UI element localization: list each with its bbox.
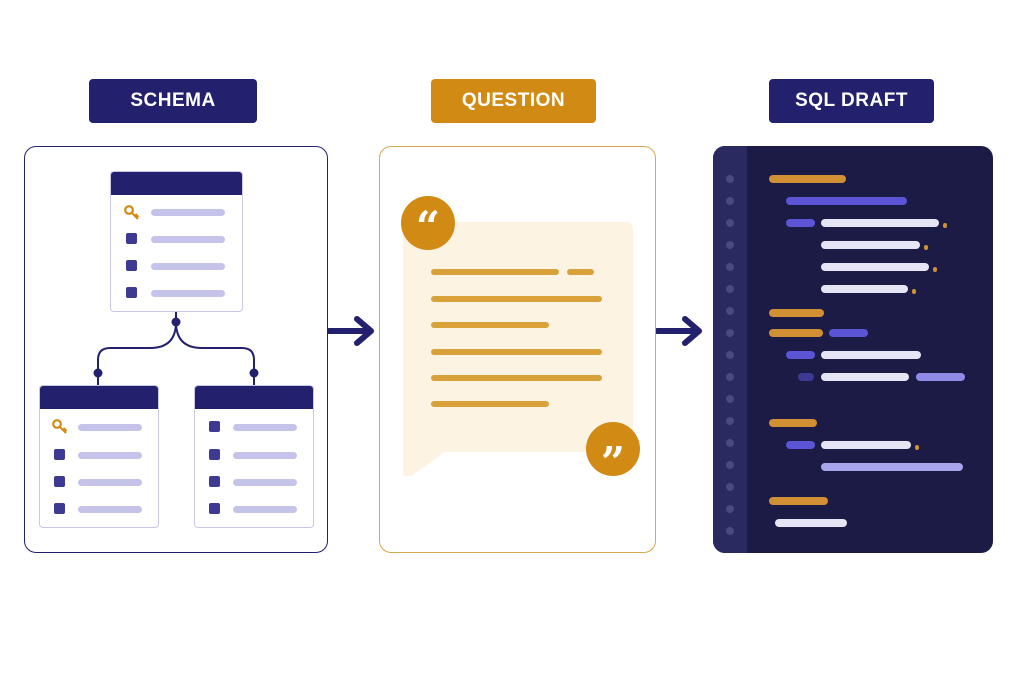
- schema-table-right: [194, 385, 314, 528]
- table-header: [111, 172, 242, 195]
- column-icon: [209, 449, 220, 460]
- key-icon: [124, 205, 140, 220]
- column-icon: [126, 287, 137, 298]
- schema-table-left: [39, 385, 159, 528]
- open-quote-icon: “: [401, 196, 455, 251]
- table-header: [40, 386, 158, 409]
- column-icon: [54, 503, 65, 514]
- column-icon: [126, 260, 137, 271]
- close-quote-icon: ”: [586, 422, 640, 477]
- schema-label: SCHEMA: [89, 79, 257, 123]
- svg-text:“: “: [416, 202, 440, 251]
- column-icon: [54, 449, 65, 460]
- column-icon: [209, 421, 220, 432]
- column-icon: [126, 233, 137, 244]
- schema-table-main: [110, 171, 243, 312]
- key-icon: [52, 419, 68, 434]
- question-label: QUESTION: [431, 79, 596, 123]
- column-icon: [54, 476, 65, 487]
- table-header: [195, 386, 313, 409]
- column-icon: [209, 503, 220, 514]
- arrow-right-icon: [327, 316, 374, 346]
- column-icon: [209, 476, 220, 487]
- arrow-right-icon: [655, 316, 702, 346]
- editor-gutter: [713, 146, 747, 553]
- svg-text:”: ”: [601, 438, 625, 477]
- sql-editor-panel: [713, 146, 993, 553]
- sql-draft-label: SQL DRAFT: [769, 79, 934, 123]
